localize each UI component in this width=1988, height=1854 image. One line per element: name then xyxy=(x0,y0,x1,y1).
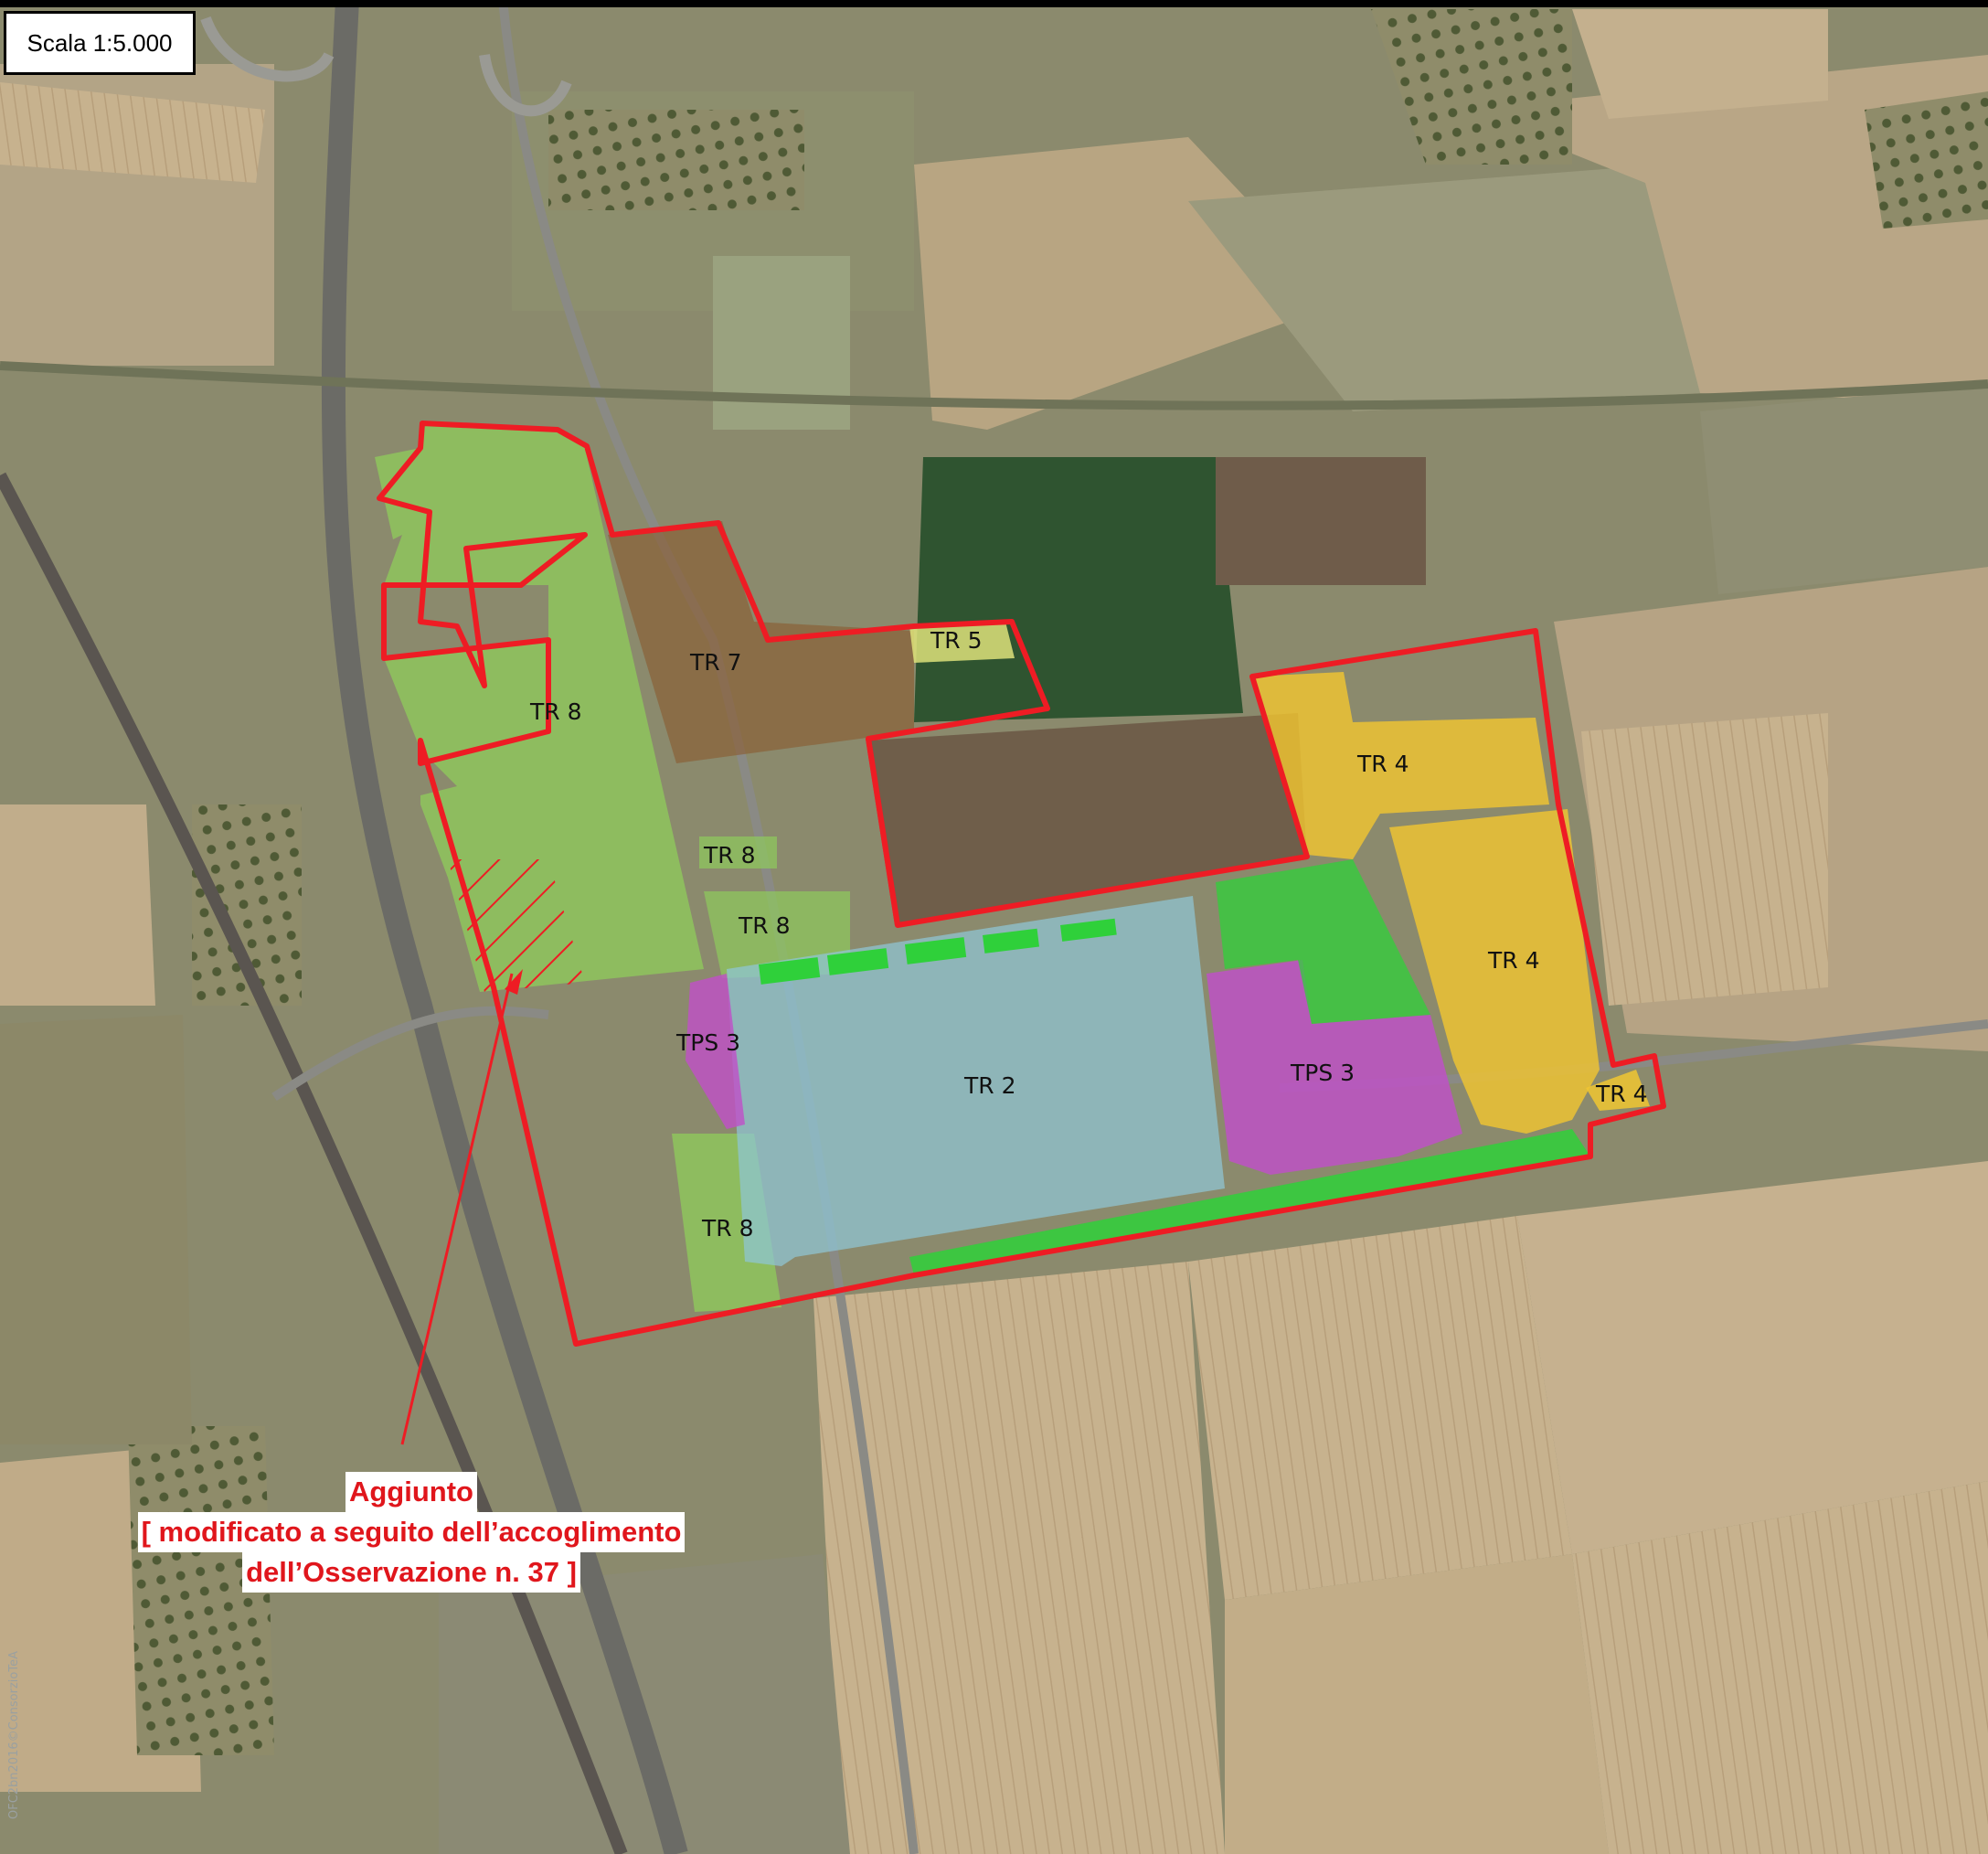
green-strip-south xyxy=(909,1129,1590,1275)
zone-labels: TR 8 TR 7 TR 5 TR 8 TR 8 TR 4 TR 4 TPS 3… xyxy=(529,627,1648,1241)
green-block-3 xyxy=(905,937,967,964)
zoning-overlays xyxy=(375,425,1650,1312)
zone-label-tr5: TR 5 xyxy=(930,627,983,654)
scale-label: Scala 1:5.000 xyxy=(4,11,196,75)
annotation-leader-line xyxy=(400,973,514,1445)
zone-label-tr8-south: TR 8 xyxy=(701,1215,754,1241)
green-area-central xyxy=(1216,859,1430,1024)
zone-label-tr4-east: TR 4 xyxy=(1487,947,1540,974)
annotation-line-1: Aggiunto xyxy=(345,1472,477,1512)
zone-tr8-north xyxy=(375,425,704,992)
zone-label-tr4-small: TR 4 xyxy=(1595,1081,1648,1107)
annotation-note: Aggiunto [ modificato a seguito dell’acc… xyxy=(137,1472,686,1593)
zone-label-tr4-north: TR 4 xyxy=(1356,751,1409,777)
annotation-arrowhead xyxy=(505,969,523,995)
boundary-outline xyxy=(377,421,1666,1347)
zone-label-tr2: TR 2 xyxy=(963,1072,1016,1099)
zone-tps3-east xyxy=(1207,960,1462,1175)
zone-tr5 xyxy=(909,622,1015,663)
zone-label-tr8-east-a: TR 8 xyxy=(703,842,756,868)
green-block-2 xyxy=(827,948,889,975)
map-frame-top xyxy=(0,0,1988,7)
green-block-1 xyxy=(759,957,821,985)
annotation-line-3: dell’Osservazione n. 37 ] xyxy=(242,1552,580,1593)
zone-tr2 xyxy=(727,896,1225,1266)
zone-tr8-east-a xyxy=(699,836,777,868)
green-block-5 xyxy=(1060,918,1117,942)
zone-tr7 xyxy=(608,521,914,763)
zone-tr4-east xyxy=(1389,809,1600,1134)
zone-tr4-north xyxy=(1252,672,1549,859)
zone-label-tps3-east: TPS 3 xyxy=(1290,1060,1355,1086)
plan-boundary xyxy=(377,421,1666,1347)
zone-tr4-small xyxy=(1586,1070,1650,1111)
green-block-4 xyxy=(983,928,1039,954)
boundary-inner-cut xyxy=(866,738,900,926)
zone-label-tr7: TR 7 xyxy=(689,649,742,676)
imagery-credit: OFC2bn2016©ConsorzioTeA xyxy=(7,1651,21,1819)
zone-tps3-west xyxy=(686,974,745,1129)
zone-label-tr8-north: TR 8 xyxy=(529,698,582,725)
zone-label-tps3-west: TPS 3 xyxy=(675,1029,740,1056)
annotation-line-2: [ modificato a seguito dell’accoglimento xyxy=(137,1512,686,1552)
zone-label-tr8-east-b: TR 8 xyxy=(738,912,791,939)
hatched-area xyxy=(448,859,585,992)
